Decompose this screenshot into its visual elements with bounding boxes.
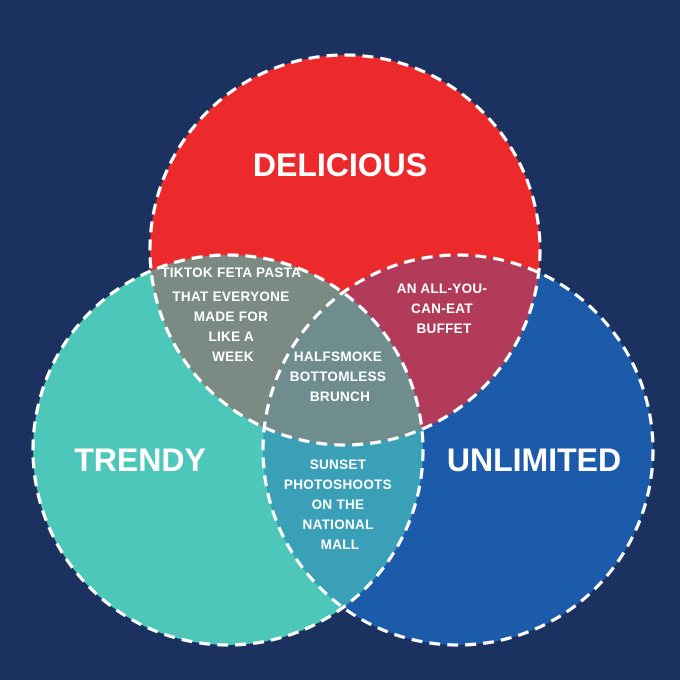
region-line: WEEK <box>212 349 254 364</box>
region-line: CAN-EAT <box>411 301 473 316</box>
region-label-delicious-unlimited: AN ALL-YOU- CAN-EAT BUFFET <box>397 281 492 336</box>
outline-unlimited <box>261 253 655 647</box>
label-unlimited: UNLIMITED <box>447 442 621 478</box>
outline-delicious <box>148 53 542 447</box>
region-line: AN ALL-YOU- <box>397 281 488 296</box>
label-delicious: DELICIOUS <box>253 147 427 183</box>
outline-trendy <box>31 253 425 647</box>
region-line: BOTTOMLESS <box>290 369 387 384</box>
region-line: TIKTOK FETA PASTA <box>161 265 301 280</box>
region-line: BUFFET <box>416 321 471 336</box>
region-line: SUNSET <box>310 457 367 472</box>
region-line: LIKE A <box>208 329 254 344</box>
region-line: ON THE <box>312 497 365 512</box>
region-label-trendy-unlimited: SUNSET PHOTOSHOOTS ON THE NATIONAL MALL <box>284 457 396 552</box>
region-line: PHOTOSHOOTS <box>284 477 392 492</box>
region-line: NATIONAL <box>303 517 374 532</box>
region-line: MADE FOR <box>194 309 268 324</box>
region-line: BRUNCH <box>310 389 370 404</box>
region-line: HALFSMOKE <box>294 349 382 364</box>
region-line: THAT EVERYONE <box>172 289 289 304</box>
region-label-delicious-trendy: TIKTOK FETA PASTA THAT EVERYONE MADE FOR… <box>161 265 305 364</box>
region-label-center: HALFSMOKE BOTTOMLESS BRUNCH <box>290 349 391 404</box>
region-center <box>263 255 423 445</box>
region-line: MALL <box>321 537 360 552</box>
label-trendy: TRENDY <box>74 442 206 478</box>
